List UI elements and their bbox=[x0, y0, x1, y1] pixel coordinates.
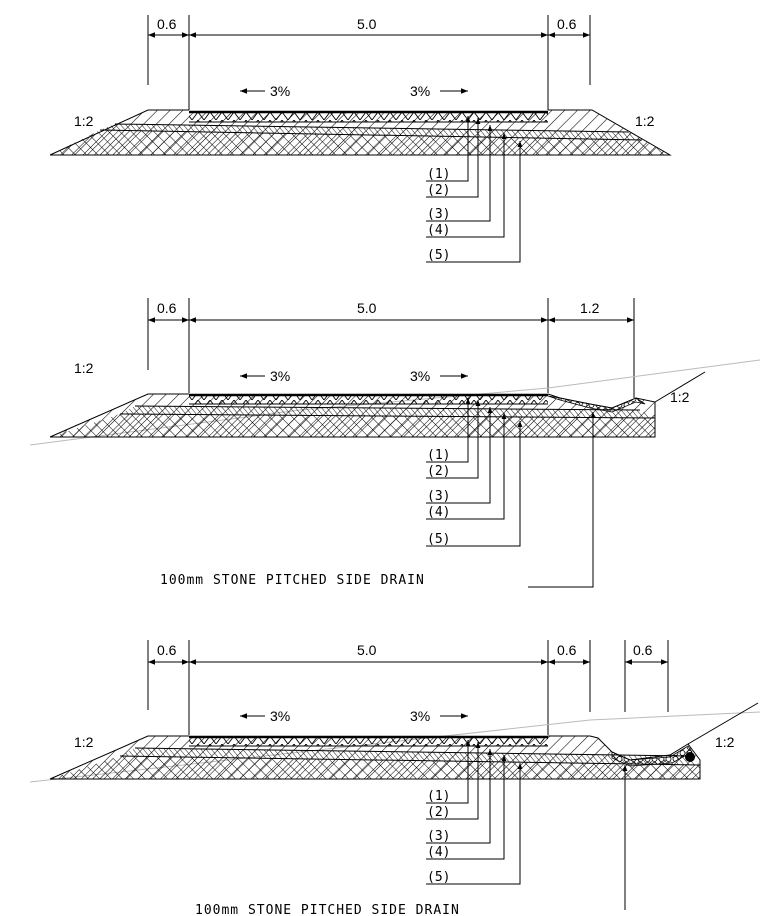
kerb-stone bbox=[685, 752, 695, 762]
grade-left-label: 3% bbox=[270, 83, 290, 99]
dimension-lines bbox=[147, 640, 669, 735]
cross-section-1: 0.6 5.0 0.6 3% 3% 1:2 1:2 (1) bbox=[49, 15, 672, 263]
layer-label: (4) bbox=[427, 505, 450, 520]
slope-right-label: 1:2 bbox=[715, 734, 735, 750]
layer-label: (4) bbox=[427, 223, 450, 238]
dim-label: 0.6 bbox=[157, 16, 177, 32]
layer-label: (2) bbox=[427, 464, 450, 479]
dim-label: 1.2 bbox=[580, 300, 600, 316]
dim-label: 5.0 bbox=[357, 642, 377, 658]
layer-leaders bbox=[426, 740, 628, 910]
layer-label: (3) bbox=[427, 207, 450, 222]
dim-label: 0.6 bbox=[557, 16, 577, 32]
grade-right-label: 3% bbox=[410, 83, 430, 99]
grade-right-label: 3% bbox=[410, 368, 430, 384]
dimension-lines bbox=[147, 298, 635, 398]
slope-left-label: 1:2 bbox=[74, 113, 94, 129]
slope-right-label: 1:2 bbox=[635, 113, 655, 129]
dim-label: 0.6 bbox=[157, 300, 177, 316]
slope-right-label: 1:2 bbox=[670, 389, 690, 405]
layer-label: (2) bbox=[427, 805, 450, 820]
layer-label: (5) bbox=[427, 532, 450, 547]
layer-label: (1) bbox=[427, 167, 450, 182]
grade-left-label: 3% bbox=[270, 708, 290, 724]
layer-label: (5) bbox=[427, 248, 450, 263]
dim-label: 0.6 bbox=[157, 642, 177, 658]
road-body bbox=[49, 109, 672, 156]
drain-label: 100mm STONE PITCHED SIDE DRAIN bbox=[160, 573, 425, 588]
layer-label: (1) bbox=[427, 789, 450, 804]
dim-label: 0.6 bbox=[633, 642, 653, 658]
dim-label: 5.0 bbox=[357, 16, 377, 32]
drain-leader bbox=[528, 412, 596, 588]
grade-right-label: 3% bbox=[410, 708, 430, 724]
layer-label: (4) bbox=[427, 845, 450, 860]
dimension-lines bbox=[147, 15, 591, 110]
slope-left-label: 1:2 bbox=[74, 734, 94, 750]
cross-section-2: 0.6 5.0 1.2 3% 3% 1:2 1:2 bbox=[29, 298, 761, 588]
cross-section-3: 0.6 5.0 0.6 0.6 3% 3% 1:2 1:2 bbox=[29, 640, 761, 916]
road-body bbox=[49, 702, 759, 780]
layer-leaders bbox=[426, 398, 596, 588]
drain-label: 100mm STONE PITCHED SIDE DRAIN bbox=[195, 903, 460, 916]
dim-label: 0.6 bbox=[557, 642, 577, 658]
grade-left-label: 3% bbox=[270, 368, 290, 384]
slope-left-label: 1:2 bbox=[74, 360, 94, 376]
dim-label: 5.0 bbox=[357, 300, 377, 316]
layer-label: (1) bbox=[427, 448, 450, 463]
layer-leaders bbox=[426, 116, 523, 263]
layer-label: (5) bbox=[427, 870, 450, 885]
layer-label: (3) bbox=[427, 489, 450, 504]
layer-label: (3) bbox=[427, 829, 450, 844]
road-body bbox=[49, 371, 706, 438]
layer-label: (2) bbox=[427, 183, 450, 198]
